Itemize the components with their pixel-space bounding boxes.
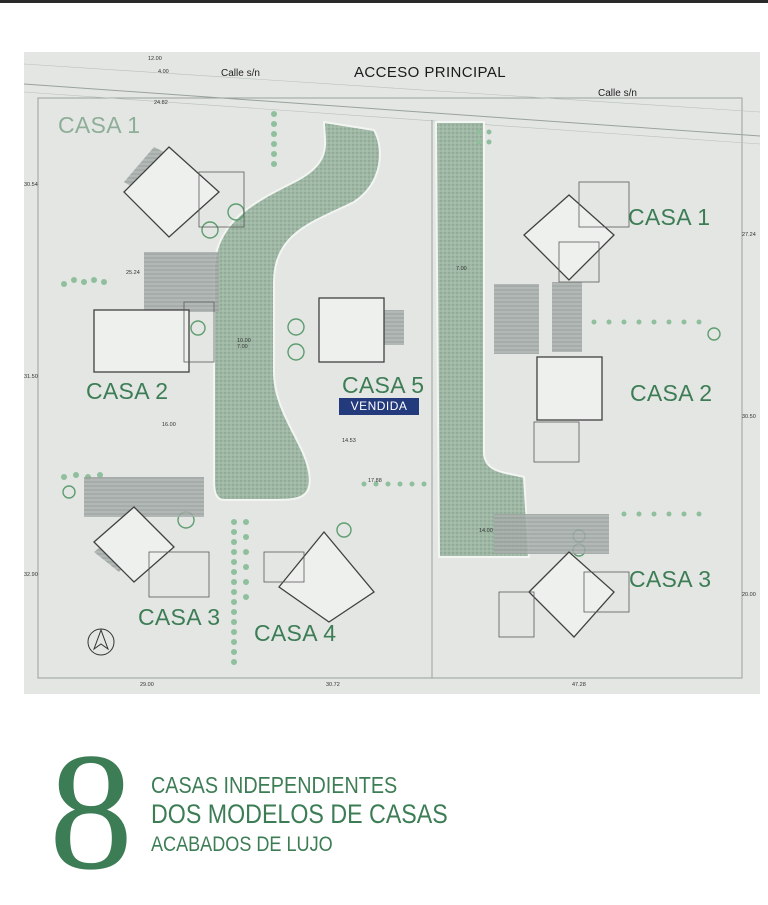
casa3-left-label: CASA 3 [138, 604, 221, 630]
casa1-right-label: CASA 1 [628, 204, 711, 230]
main-access-label: ACCESO PRINCIPAL [354, 64, 506, 81]
dim-label: 24.82 [154, 100, 168, 106]
dim-label: 32.90 [24, 572, 38, 578]
street-label-right: Calle s/n [598, 88, 637, 99]
dim-label: 16.00 [162, 422, 176, 428]
site-plan-drawing [24, 63, 760, 679]
top-border [0, 0, 768, 3]
sold-badge: VENDIDA [339, 398, 419, 415]
street-label-left: Calle s/n [221, 68, 260, 79]
dim-label: 7.00 [456, 266, 467, 272]
dim-label: 12.00 [148, 56, 162, 62]
dim-label: 31.50 [24, 374, 38, 380]
tagline-line-2: DOS MODELOS DE CASAS [151, 799, 448, 829]
dim-label: 14.53 [342, 438, 356, 444]
dim-label: 29.00 [140, 682, 154, 688]
north-arrow-icon [87, 628, 115, 656]
dim-label: 7.00 [237, 344, 248, 350]
site-plan: Calle s/n Calle s/n ACCESO PRINCIPAL CAS… [24, 52, 760, 694]
casa1-left-label: CASA 1 [58, 112, 141, 138]
central-road [213, 120, 381, 502]
tagline-line-1: CASAS INDEPENDIENTES [151, 772, 398, 798]
casa3-right-label: CASA 3 [629, 566, 712, 592]
dim-label: 25.24 [126, 270, 140, 276]
casa5-label: CASA 5 [342, 372, 425, 398]
dim-label: 4.00 [158, 69, 169, 75]
dim-label: 30.72 [326, 682, 340, 688]
house-annexes [148, 171, 630, 638]
dim-label: 30.54 [24, 182, 38, 188]
dim-label: 14.00 [479, 528, 493, 534]
casa2-left-label: CASA 2 [86, 378, 169, 404]
casa2-right-label: CASA 2 [630, 380, 713, 406]
dim-label: 17.88 [368, 478, 382, 484]
dim-label: 27.24 [742, 232, 756, 238]
dim-label: 30.50 [742, 414, 756, 420]
tree-rows [61, 111, 702, 665]
dim-label: 20.00 [742, 592, 756, 598]
dim-label: 47.28 [572, 682, 586, 688]
eight-numeral: 8 [49, 719, 133, 905]
house-footprints [93, 146, 615, 638]
casa4-label: CASA 4 [254, 620, 337, 646]
dim-label: 10.00 [237, 338, 251, 344]
tagline-line-3: ACABADOS DE LUJO [151, 833, 333, 856]
